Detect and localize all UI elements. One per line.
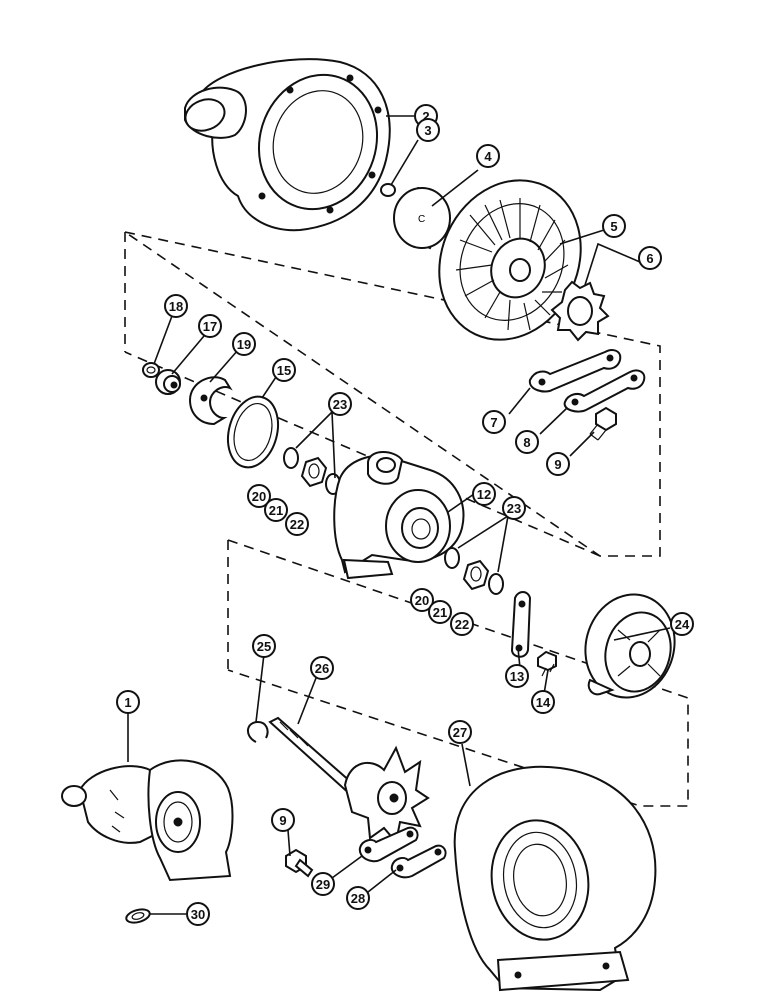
svg-text:7: 7 (490, 415, 497, 430)
callout-5: 5 (602, 214, 626, 238)
callout-23-lower: 23 (502, 496, 526, 520)
svg-text:14: 14 (536, 695, 551, 710)
callout-12: 12 (472, 482, 496, 506)
svg-text:22: 22 (455, 617, 469, 632)
svg-text:28: 28 (351, 891, 365, 906)
center-housing (333, 451, 465, 580)
callout-19: 19 (232, 332, 256, 356)
svg-text:21: 21 (433, 605, 447, 620)
svg-text:3: 3 (424, 123, 431, 138)
gasket-30 (125, 908, 151, 924)
callout-27: 27 (448, 720, 472, 744)
svg-text:4: 4 (484, 149, 492, 164)
lock-plate-13 (510, 591, 532, 658)
svg-text:8: 8 (523, 435, 530, 450)
lock-plate-29 (358, 826, 419, 863)
callout-7: 7 (482, 410, 506, 434)
svg-text:25: 25 (257, 639, 271, 654)
callout-3: 3 (416, 118, 440, 142)
lock-plate-lower (563, 369, 646, 413)
callout-22-upper: 22 (285, 512, 309, 536)
svg-text:13: 13 (510, 669, 524, 684)
svg-text:5: 5 (610, 219, 617, 234)
callout-22-lower: 22 (450, 612, 474, 636)
svg-text:20: 20 (415, 593, 429, 608)
svg-text:20: 20 (252, 489, 266, 504)
bolt-lower (285, 848, 314, 878)
thrust-ring-small (142, 362, 160, 378)
svg-text:23: 23 (507, 501, 521, 516)
svg-text:15: 15 (277, 363, 291, 378)
callout-14: 14 (531, 690, 555, 714)
compressor-impeller: C (393, 186, 451, 250)
svg-text:9: 9 (554, 457, 561, 472)
callout-20-upper: 20 (247, 484, 271, 508)
thrust-collar (155, 369, 181, 395)
journal-bearing-upper (300, 456, 328, 488)
callout-30: 30 (186, 902, 210, 926)
callouts: 2 3 4 5 6 7 8 9 9 12 13 14 15 17 18 19 2… (116, 104, 694, 926)
svg-text:22: 22 (290, 517, 304, 532)
thrust-bearing (188, 376, 233, 426)
callout-17: 17 (198, 314, 222, 338)
callout-18: 18 (164, 294, 188, 318)
heat-shield (584, 593, 676, 699)
callout-21-lower: 21 (428, 600, 452, 624)
svg-text:18: 18 (169, 299, 183, 314)
journal-bearing-lower (462, 559, 490, 591)
svg-text:17: 17 (203, 319, 217, 334)
svg-text:19: 19 (237, 337, 251, 352)
lock-plate-28 (390, 844, 447, 879)
impeller-mark: C (418, 214, 425, 225)
svg-text:21: 21 (269, 503, 283, 518)
callout-1: 1 (116, 690, 140, 714)
retaining-ring-23-upper-left (283, 447, 299, 469)
svg-text:27: 27 (453, 725, 467, 740)
callout-26: 26 (310, 656, 334, 680)
leader-lines (127, 115, 671, 915)
svg-text:24: 24 (675, 617, 690, 632)
callout-21-upper: 21 (264, 498, 288, 522)
seal-ring (227, 395, 279, 469)
svg-text:9: 9 (279, 813, 286, 828)
svg-text:12: 12 (477, 487, 491, 502)
callout-9-upper: 9 (546, 452, 570, 476)
lower-group-dashed-boundary (227, 539, 689, 807)
bolt-upper (589, 406, 617, 441)
diffuser-plate (438, 179, 582, 341)
callout-6: 6 (638, 246, 662, 270)
lock-plate-upper (528, 349, 622, 393)
retaining-ring-23-lower-right (488, 573, 504, 595)
callout-15: 15 (272, 358, 296, 382)
callout-28: 28 (346, 886, 370, 910)
svg-text:1: 1 (124, 695, 131, 710)
bolt-14 (537, 650, 557, 677)
turbocharger-assembly (61, 759, 234, 882)
callout-9-lower: 9 (271, 808, 295, 832)
compressor-housing (184, 58, 391, 232)
svg-text:6: 6 (646, 251, 653, 266)
callout-4: 4 (476, 144, 500, 168)
callout-23-upper: 23 (328, 392, 352, 416)
impeller-nut (380, 183, 396, 197)
callout-20-lower: 20 (410, 588, 434, 612)
retaining-ring-23-lower-left (444, 547, 460, 569)
retaining-ring (550, 280, 610, 342)
svg-text:29: 29 (316, 877, 330, 892)
callout-25: 25 (252, 634, 276, 658)
snap-ring-25 (247, 720, 269, 743)
callout-13: 13 (505, 664, 529, 688)
callout-8: 8 (515, 430, 539, 454)
turbine-shaft-wheel (268, 716, 430, 845)
svg-text:2: 2 (422, 109, 429, 124)
svg-text:30: 30 (191, 907, 205, 922)
svg-text:23: 23 (333, 397, 347, 412)
callout-24: 24 (670, 612, 694, 636)
turbine-housing (453, 765, 657, 992)
svg-text:26: 26 (315, 661, 329, 676)
callout-29: 29 (311, 872, 335, 896)
